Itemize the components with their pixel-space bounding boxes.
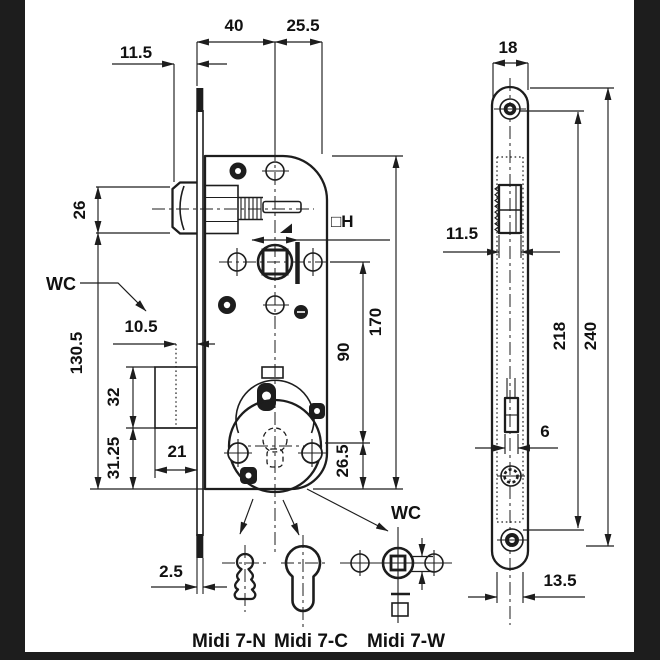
keyhole-icon-midi7n [222, 545, 270, 612]
top-screw-hole [494, 98, 526, 120]
spindle-follower [227, 242, 323, 284]
dim-plate-thickness: 2.5 [159, 562, 183, 581]
dim-deadbolt-inset: 10.5 [124, 317, 157, 336]
wc-deadbolt-label: WC [46, 274, 76, 294]
wc-spindle-icon-midi7w [340, 527, 452, 623]
dim-latch-width: 11.5 [446, 224, 478, 243]
latch-cutout [494, 183, 523, 235]
dim-bottom-offset: 13.5 [543, 571, 576, 590]
case-outline [203, 154, 329, 491]
left-view-lock-case: 40 25.5 11.5 26 130.5 WC 10.5 [46, 16, 403, 594]
latch-bolt [171, 181, 302, 235]
right-black-bar [634, 0, 660, 660]
square-plate-mark [391, 602, 409, 617]
case-top-screws [229, 161, 289, 181]
wc-spindle-hole [497, 465, 525, 487]
dim-backset: 40 [225, 16, 244, 35]
wc-variant-label: WC [391, 503, 421, 523]
dim-spindle-to-cylinder: 90 [334, 343, 353, 362]
dim-plate-width: 18 [499, 38, 518, 57]
dim-latch-height: 26 [70, 201, 89, 220]
faceplate-outline [490, 85, 530, 571]
left-view-dimensions: 40 25.5 11.5 26 130.5 WC 10.5 [46, 16, 403, 591]
dim-bottom-section: 31.25 [104, 437, 123, 480]
handing-marker [280, 223, 292, 233]
dim-latch-projection: 11.5 [120, 43, 152, 62]
dim-cylinder-to-bottom: 26.5 [333, 444, 352, 477]
variant-label-midi7n: Midi 7-N [192, 631, 266, 652]
left-black-bar [0, 0, 25, 660]
bottom-screw-hole [497, 528, 527, 552]
right-view-dimensions: 18 11.5 6 218 240 [443, 38, 614, 603]
dim-screw-distance: 218 [550, 322, 569, 350]
variant-leaders [239, 488, 389, 536]
square-spindle-label: □H [331, 212, 354, 231]
right-view-faceplate: 18 11.5 6 218 240 [443, 38, 614, 625]
dim-deadbolt-width: 21 [168, 442, 187, 461]
dim-center-to-back: 25.5 [286, 16, 319, 35]
dim-bolt-slot-width: 6 [540, 422, 549, 441]
euro-cylinder-icon-midi7c [281, 535, 326, 628]
dim-plate-length: 240 [581, 322, 600, 350]
bottom-black-bar [0, 652, 660, 660]
dim-lower-height: 130.5 [67, 332, 86, 375]
cylinder-hole [224, 379, 326, 494]
case-middle-screws [218, 295, 308, 319]
variant-icons: WC [192, 503, 452, 652]
deadbolt-slot [503, 378, 520, 434]
dim-case-height: 170 [366, 308, 385, 336]
dim-deadbolt-height: 32 [104, 388, 123, 407]
variant-label-midi7c: Midi 7-C [274, 631, 348, 652]
variant-label-midi7w: Midi 7-W [367, 631, 445, 652]
